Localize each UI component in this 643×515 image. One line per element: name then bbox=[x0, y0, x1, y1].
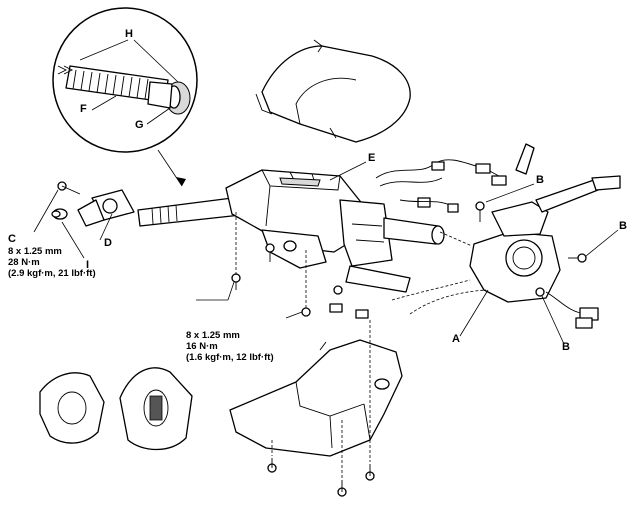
alignment-lines bbox=[235, 212, 487, 480]
lower-cover bbox=[229, 339, 403, 457]
label-h: H bbox=[125, 28, 133, 40]
torque-spec-c-nm: 28 N·m bbox=[8, 257, 40, 268]
upper-joint bbox=[51, 181, 135, 227]
torque-spec-column-nm: 16 N·m bbox=[186, 341, 218, 352]
leader-lines bbox=[33, 39, 619, 345]
label-b-bottom: B bbox=[562, 341, 570, 353]
torque-spec-column: 8 x 1.25 mm 16 N·m (1.6 kgf·m, 12 lbf·ft… bbox=[186, 330, 274, 363]
wiring-harness bbox=[375, 159, 507, 213]
torque-spec-c-size: 8 x 1.25 mm bbox=[8, 246, 62, 257]
detail-circle bbox=[52, 7, 198, 153]
torque-spec-c: 8 x 1.25 mm 28 N·m (2.9 kgf·m, 21 lbf·ft… bbox=[8, 246, 96, 279]
torque-spec-column-size: 8 x 1.25 mm bbox=[186, 330, 240, 341]
label-b-right: B bbox=[619, 220, 627, 232]
torque-spec-c-alt: (2.9 kgf·m, 21 lbf·ft) bbox=[8, 268, 96, 279]
label-c: C bbox=[8, 233, 16, 245]
label-b-top: B bbox=[536, 174, 544, 186]
bolts bbox=[231, 201, 587, 497]
label-i: I bbox=[86, 259, 90, 271]
label-e: E bbox=[368, 152, 376, 164]
label-d: D bbox=[104, 237, 112, 249]
label-g: G bbox=[135, 119, 144, 131]
label-f: F bbox=[80, 103, 87, 115]
column-assembly bbox=[137, 169, 445, 293]
label-a: A bbox=[452, 333, 460, 345]
combination-switch bbox=[439, 143, 621, 329]
torque-spec-column-alt: (1.6 kgf·m, 12 lbf·ft) bbox=[186, 352, 274, 363]
upper-cover bbox=[255, 39, 411, 143]
small-covers bbox=[39, 367, 193, 451]
